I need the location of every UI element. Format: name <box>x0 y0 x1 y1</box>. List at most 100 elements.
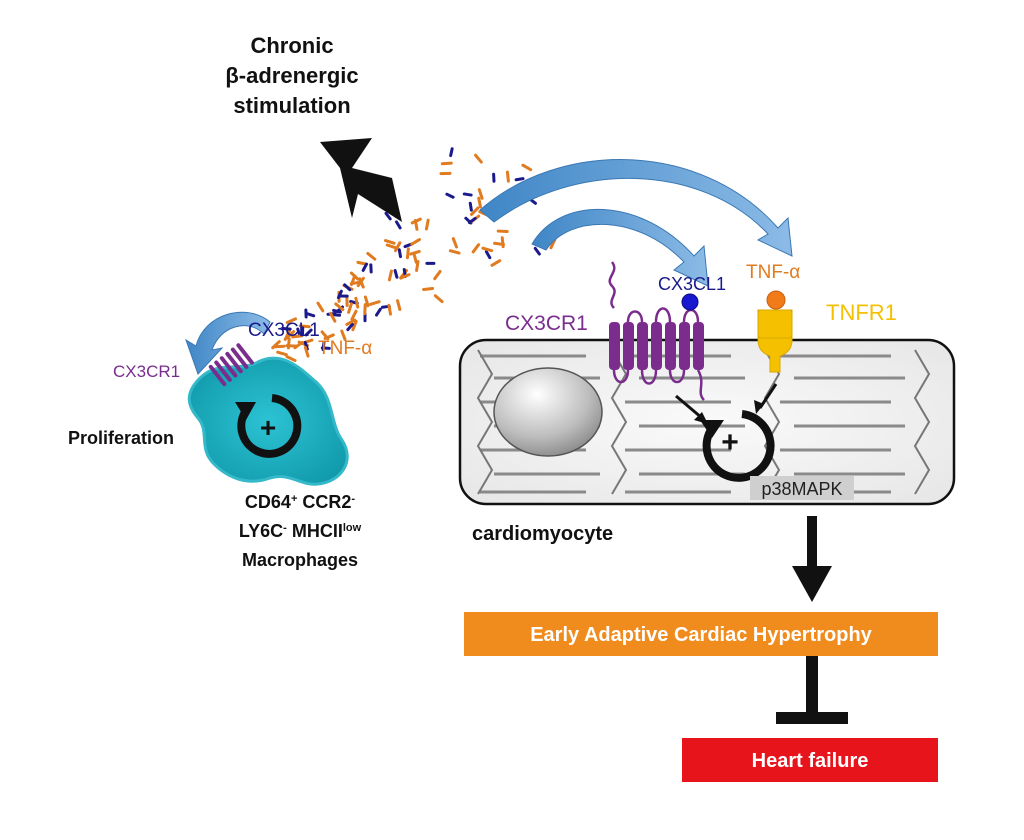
cytokine-particle <box>276 350 288 357</box>
cytokine-particle <box>321 341 326 352</box>
cytokine-particle <box>304 328 313 337</box>
cytokine-particle <box>462 192 473 197</box>
cytokine-particle <box>448 249 461 255</box>
cardiomyocyte-cx3cl1-label: CX3CL1 <box>658 274 726 294</box>
macrophage-cx3cl1-label: CX3CL1 <box>248 320 320 341</box>
cytokine-particle <box>387 303 392 316</box>
curved-arrow-to-cx3cl1 <box>531 208 709 287</box>
hypertrophy-label: Early Adaptive Cardiac Hypertrophy <box>530 624 872 646</box>
stimulus-text-line3: stimulation <box>233 93 350 118</box>
cytokine-particle <box>332 308 342 314</box>
cytokine-particle <box>415 260 420 272</box>
tnfr1-label: TNFR1 <box>826 300 897 325</box>
cytokine-particle <box>521 163 533 172</box>
cytokine-particle <box>449 147 454 158</box>
cardiomyocyte-cycle-arrow-icon <box>702 410 775 482</box>
cytokine-particle <box>424 218 430 231</box>
cytokine-particle <box>331 313 342 317</box>
macrophage-markers-line3: Macrophages <box>242 550 358 570</box>
cytokine-particles <box>271 147 557 363</box>
cytokine-particle <box>329 311 337 323</box>
cytokine-particle <box>433 270 442 281</box>
lightning-bolt-icon <box>320 138 402 222</box>
cytokine-particle <box>445 192 455 199</box>
stimulus-text-line2: β-adrenergic <box>225 63 358 88</box>
cytokine-particle <box>422 287 435 291</box>
cytokine-particle <box>387 269 393 282</box>
cytokine-particle <box>468 201 473 212</box>
cardiomyocyte-cx3cr1-label: CX3CR1 <box>505 312 588 335</box>
cytokine-particle <box>340 329 347 341</box>
cytokine-particle <box>354 296 360 309</box>
macrophage-markers-line1: CD64+ CCR2- <box>245 492 355 512</box>
macrophage-plus: + <box>260 412 276 443</box>
cytokine-particle <box>291 334 304 339</box>
cytokine-particle <box>350 309 358 321</box>
cytokine-particle <box>349 280 362 286</box>
cytokine-particle <box>440 161 453 166</box>
cytokine-particle <box>533 246 541 256</box>
cytokine-particle <box>347 302 353 314</box>
heart-failure-label: Heart failure <box>752 750 869 772</box>
cytokine-particle <box>410 217 422 225</box>
heart-failure-box <box>682 738 938 782</box>
cytokine-particle <box>345 318 357 326</box>
cytokine-particle <box>361 262 368 272</box>
cytokine-particle <box>477 188 484 200</box>
macrophage-autocrine-arrow <box>185 311 271 375</box>
cytokine-particle <box>363 295 370 308</box>
cytokine-particle <box>490 259 502 267</box>
cytokine-particle <box>351 319 358 332</box>
cytokine-particle <box>481 246 494 253</box>
cytokine-particle <box>316 301 325 313</box>
z-disc-line <box>763 349 781 495</box>
cytokine-particle <box>394 220 402 230</box>
down-arrow-shaft <box>807 516 817 572</box>
cytokine-particle <box>285 330 296 340</box>
cytokine-particle <box>366 251 377 261</box>
cardiomyocyte-plus: + <box>721 426 739 459</box>
stimulus-text-line1: Chronic <box>250 33 333 58</box>
cytokine-particle <box>484 250 492 260</box>
cytokine-particle <box>285 317 298 325</box>
curved-arrow-to-tnfr1 <box>479 159 793 257</box>
z-disc-line <box>476 349 494 495</box>
cytokine-particle <box>303 345 310 358</box>
cytokine-particle <box>505 170 510 183</box>
cytokine-particle <box>433 294 444 304</box>
hypertrophy-box <box>464 612 938 656</box>
cytokine-particle <box>281 326 292 331</box>
cytokine-particle <box>374 307 382 317</box>
cytokine-particle <box>474 153 483 164</box>
p38mapk-label: p38MAPK <box>761 479 842 499</box>
cytokine-particle <box>384 211 392 221</box>
cytokine-particle <box>393 269 399 279</box>
cytokine-particle <box>412 252 418 264</box>
cytokine-particle <box>298 324 311 329</box>
tnfr1-signal-arrowhead-icon <box>754 400 764 414</box>
cardiomyocyte-tnf-label: TNF-α <box>746 262 800 283</box>
cytokine-particle <box>405 247 410 260</box>
macrophage-markers-line2: LY6C- MHCIIlow <box>239 521 362 541</box>
cx3cr1-signal-arrow <box>675 394 703 420</box>
cytokine-particle <box>385 243 398 250</box>
macrophage-tnf-label: TNF-α <box>318 338 372 359</box>
inhibition-shaft <box>806 656 818 716</box>
cytokine-particle <box>285 355 297 363</box>
tnfr1-receptor-icon <box>757 309 793 373</box>
macrophage-cx3cr1-label: CX3CR1 <box>113 362 180 381</box>
cytokine-particle <box>343 283 352 292</box>
cytokine-particle <box>396 299 402 311</box>
cytokine-particle <box>383 239 396 245</box>
macrophage-cell <box>187 356 349 486</box>
macrophage-cycle-arrowhead-icon <box>235 402 256 420</box>
cytokine-particle <box>394 241 402 253</box>
cytokine-particle <box>293 340 304 350</box>
cytokine-particle <box>368 300 381 306</box>
cytokine-particle <box>336 289 343 300</box>
macrophage-cx3cr1-receptor-icon <box>208 343 254 387</box>
cytokine-particle <box>410 238 421 246</box>
cytokine-particle <box>320 330 330 341</box>
down-arrow-head-icon <box>792 566 832 602</box>
